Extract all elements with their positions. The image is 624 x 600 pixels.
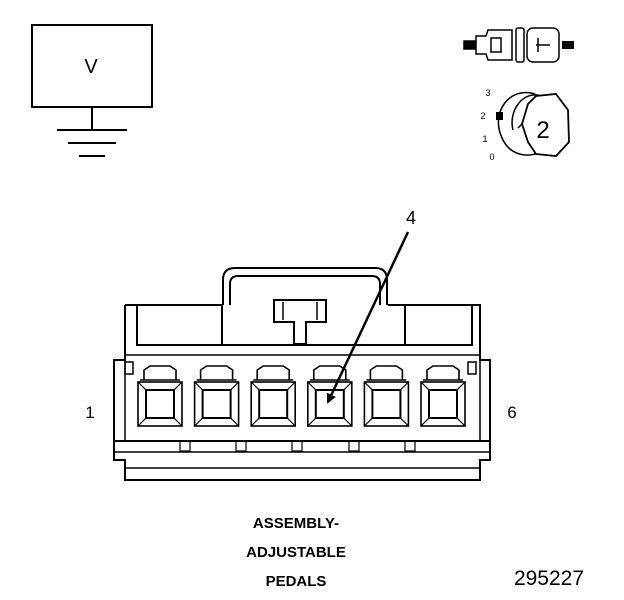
selector-position-2: 2	[480, 111, 485, 121]
title-line-3: PEDALS	[266, 573, 327, 590]
terminal-cavity-6	[420, 365, 466, 427]
title-line-1: ASSEMBLY-	[253, 515, 339, 532]
voltmeter-symbol: V	[31, 24, 153, 157]
selector-number: 2	[536, 117, 549, 144]
rotary-selector-icon	[496, 91, 570, 157]
terminal-cavity-5	[363, 365, 410, 427]
pin-label-first: 1	[85, 403, 94, 422]
terminal-cavity-3	[250, 365, 296, 427]
terminal-cavity-4	[306, 365, 353, 427]
figure-number: 295227	[514, 567, 584, 590]
terminal-cavity-2	[193, 365, 240, 427]
selector-position-0: 0	[489, 152, 494, 162]
test-probe-icon	[463, 27, 574, 63]
connector-body	[113, 267, 491, 481]
terminal-cavity-1	[137, 365, 183, 427]
title-line-2: ADJUSTABLE	[246, 544, 346, 561]
terminal-cavities	[137, 365, 466, 427]
voltmeter-label: V	[84, 56, 98, 78]
callout-arrow	[326, 231, 410, 404]
pin-label-last: 6	[507, 403, 516, 422]
selector-position-1: 1	[482, 134, 487, 144]
selector-position-3: 3	[485, 88, 490, 98]
callout-number: 4	[406, 208, 416, 228]
